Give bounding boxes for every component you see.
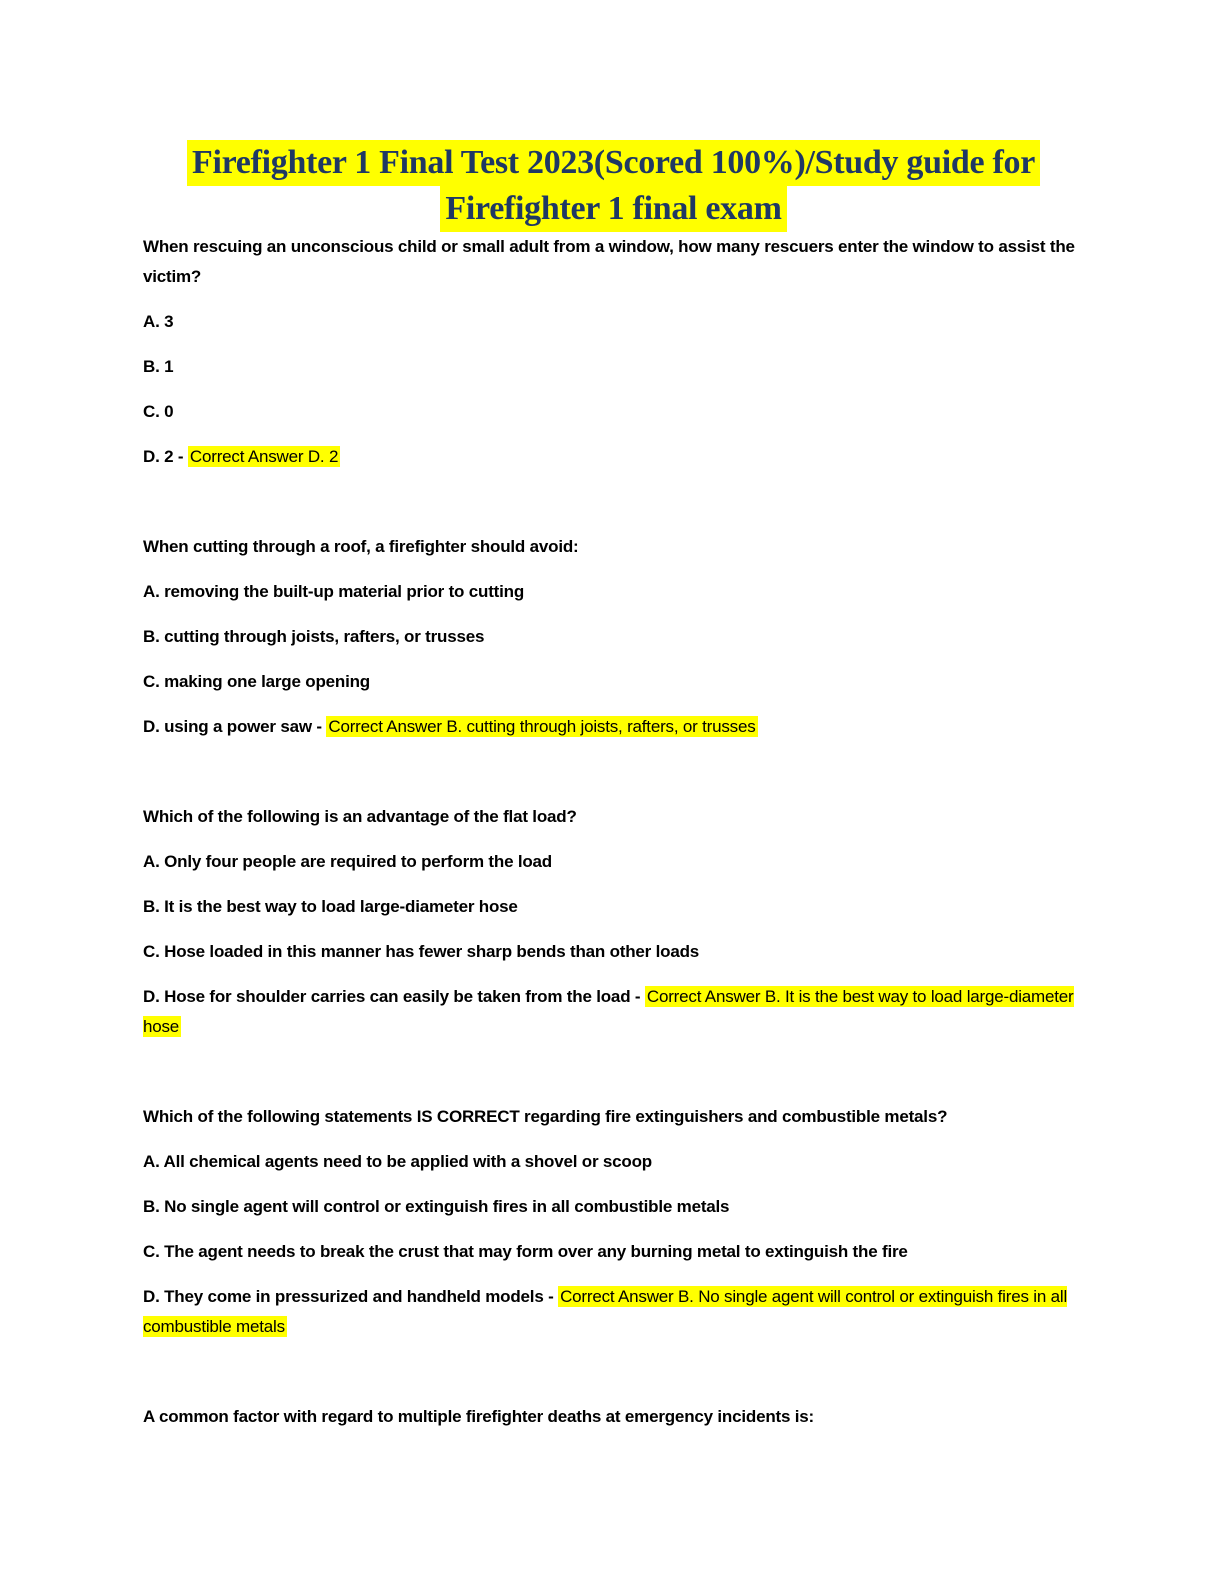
question-text: When rescuing an unconscious child or sm…: [143, 237, 1075, 286]
question-block-4: Which of the following statements IS COR…: [143, 1102, 1084, 1342]
option-b: B. No single agent will control or extin…: [143, 1192, 1084, 1222]
question-text: Which of the following is an advantage o…: [143, 807, 577, 826]
option-label: A. 3: [143, 312, 174, 331]
option-a: A. All chemical agents need to be applie…: [143, 1147, 1084, 1177]
question-block-3: Which of the following is an advantage o…: [143, 802, 1084, 1042]
page-title: Firefighter 1 Final Test 2023(Scored 100…: [143, 140, 1084, 232]
title-line-2: Firefighter 1 final exam: [143, 186, 1084, 232]
question-block-2: When cutting through a roof, a firefight…: [143, 532, 1084, 742]
option-label: D. 2 -: [143, 447, 184, 466]
option-label: D. Hose for shoulder carries can easily …: [143, 987, 641, 1006]
correct-answer-highlight: Correct Answer D. 2: [187, 446, 341, 467]
correct-answer-highlight: Correct Answer B. cutting through joists…: [326, 716, 758, 737]
option-label: D. using a power saw -: [143, 717, 322, 736]
option-d: D. using a power saw - Correct Answer B.…: [143, 712, 1084, 742]
option-a: A. removing the built-up material prior …: [143, 577, 1084, 607]
option-label: B. cutting through joists, rafters, or t…: [143, 627, 485, 646]
option-a: A. Only four people are required to perf…: [143, 847, 1084, 877]
question-text: A common factor with regard to multiple …: [143, 1407, 814, 1426]
option-a: A. 3: [143, 307, 1084, 337]
option-label: B. It is the best way to load large-diam…: [143, 897, 518, 916]
title-line-1: Firefighter 1 Final Test 2023(Scored 100…: [143, 140, 1084, 186]
option-label: A. removing the built-up material prior …: [143, 582, 525, 601]
option-c: C. making one large opening: [143, 667, 1084, 697]
option-d: D. They come in pressurized and handheld…: [143, 1282, 1084, 1342]
option-label: B. No single agent will control or extin…: [143, 1197, 730, 1216]
question-block-5: A common factor with regard to multiple …: [143, 1402, 1084, 1432]
question-block-1: When rescuing an unconscious child or sm…: [143, 232, 1084, 472]
option-label: C. The agent needs to break the crust th…: [143, 1242, 908, 1261]
option-label: B. 1: [143, 357, 174, 376]
option-d: D. 2 - Correct Answer D. 2: [143, 442, 1084, 472]
option-d: D. Hose for shoulder carries can easily …: [143, 982, 1084, 1042]
option-c: C. The agent needs to break the crust th…: [143, 1237, 1084, 1267]
option-label: D. They come in pressurized and handheld…: [143, 1287, 554, 1306]
option-c: C. 0: [143, 397, 1084, 427]
option-b: B. 1: [143, 352, 1084, 382]
option-label: C. Hose loaded in this manner has fewer …: [143, 942, 700, 961]
question-text: Which of the following statements IS COR…: [143, 1107, 948, 1126]
title-highlight: Firefighter 1 final exam: [440, 186, 787, 232]
option-label: C. making one large opening: [143, 672, 370, 691]
option-c: C. Hose loaded in this manner has fewer …: [143, 937, 1084, 967]
title-highlight: Firefighter 1 Final Test 2023(Scored 100…: [187, 140, 1040, 186]
option-label: A. All chemical agents need to be applie…: [143, 1152, 652, 1171]
option-label: A. Only four people are required to perf…: [143, 852, 552, 871]
option-label: C. 0: [143, 402, 174, 421]
option-b: B. It is the best way to load large-diam…: [143, 892, 1084, 922]
question-text: When cutting through a roof, a firefight…: [143, 537, 579, 556]
option-b: B. cutting through joists, rafters, or t…: [143, 622, 1084, 652]
